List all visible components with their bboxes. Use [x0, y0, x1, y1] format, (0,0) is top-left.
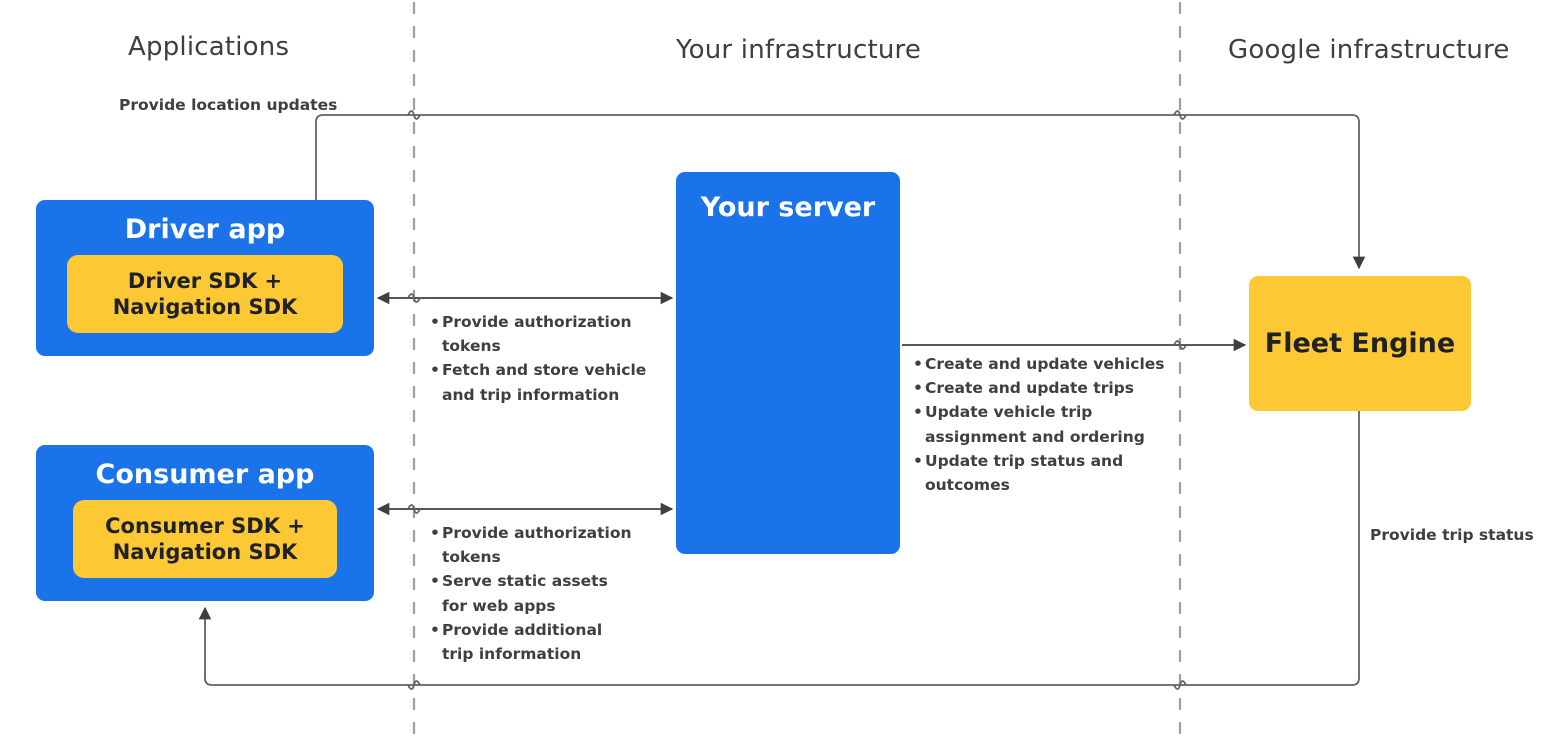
bullet-item: Provide authorization tokens: [430, 521, 670, 569]
consumer-app-title: Consumer app: [95, 459, 315, 490]
driver-app-title: Driver app: [124, 214, 286, 245]
your-server-title: Your server: [700, 192, 876, 223]
wire-driver-server: [376, 291, 674, 305]
bullet-item: Update vehicle trip assignment and order…: [913, 400, 1173, 448]
fleet-engine-title: Fleet Engine: [1264, 328, 1456, 359]
bullet-item: Serve static assets for web apps: [430, 569, 670, 617]
bullet-item: Create and update trips: [913, 376, 1173, 400]
bullet-item: Provide additional trip information: [430, 618, 670, 666]
label-provide-location-updates: Provide location updates: [119, 96, 338, 114]
driver-sdk-line-1: Driver SDK +: [127, 268, 283, 293]
fleet-engine-box: Fleet Engine: [1249, 276, 1471, 411]
driver-sdk-line-2: Navigation SDK: [112, 295, 298, 319]
bullets-driver-to-server: Provide authorization tokensFetch and st…: [430, 310, 670, 407]
driver-app-box: Driver app Driver SDK + Navigation SDK: [36, 200, 374, 356]
consumer-sdk-line-2: Navigation SDK: [112, 540, 298, 564]
bullet-item: Fetch and store vehicle and trip informa…: [430, 358, 670, 406]
consumer-app-box: Consumer app Consumer SDK + Navigation S…: [36, 445, 374, 601]
bullet-item: Update trip status and outcomes: [913, 449, 1173, 497]
label-provide-trip-status: Provide trip status: [1370, 526, 1534, 544]
column-heading-your-infrastructure: Your infrastructure: [676, 35, 922, 65]
wire-server-fleetengine: [902, 338, 1247, 352]
bullets-server-to-fleet-engine: Create and update vehiclesCreate and upd…: [913, 352, 1173, 497]
consumer-sdk-line-1: Consumer SDK +: [105, 513, 305, 538]
bullets-consumer-to-server: Provide authorization tokensServe static…: [430, 521, 670, 666]
wire-consumer-server: [376, 502, 674, 516]
your-server-box: Your server: [676, 172, 900, 554]
column-heading-applications: Applications: [128, 32, 290, 62]
bullet-item: Create and update vehicles: [913, 352, 1173, 376]
consumer-sdk-box: Consumer SDK + Navigation SDK: [73, 500, 337, 578]
column-heading-google-infrastructure: Google infrastructure: [1228, 35, 1510, 65]
driver-sdk-box: Driver SDK + Navigation SDK: [67, 255, 343, 333]
bullet-item: Provide authorization tokens: [430, 310, 670, 358]
